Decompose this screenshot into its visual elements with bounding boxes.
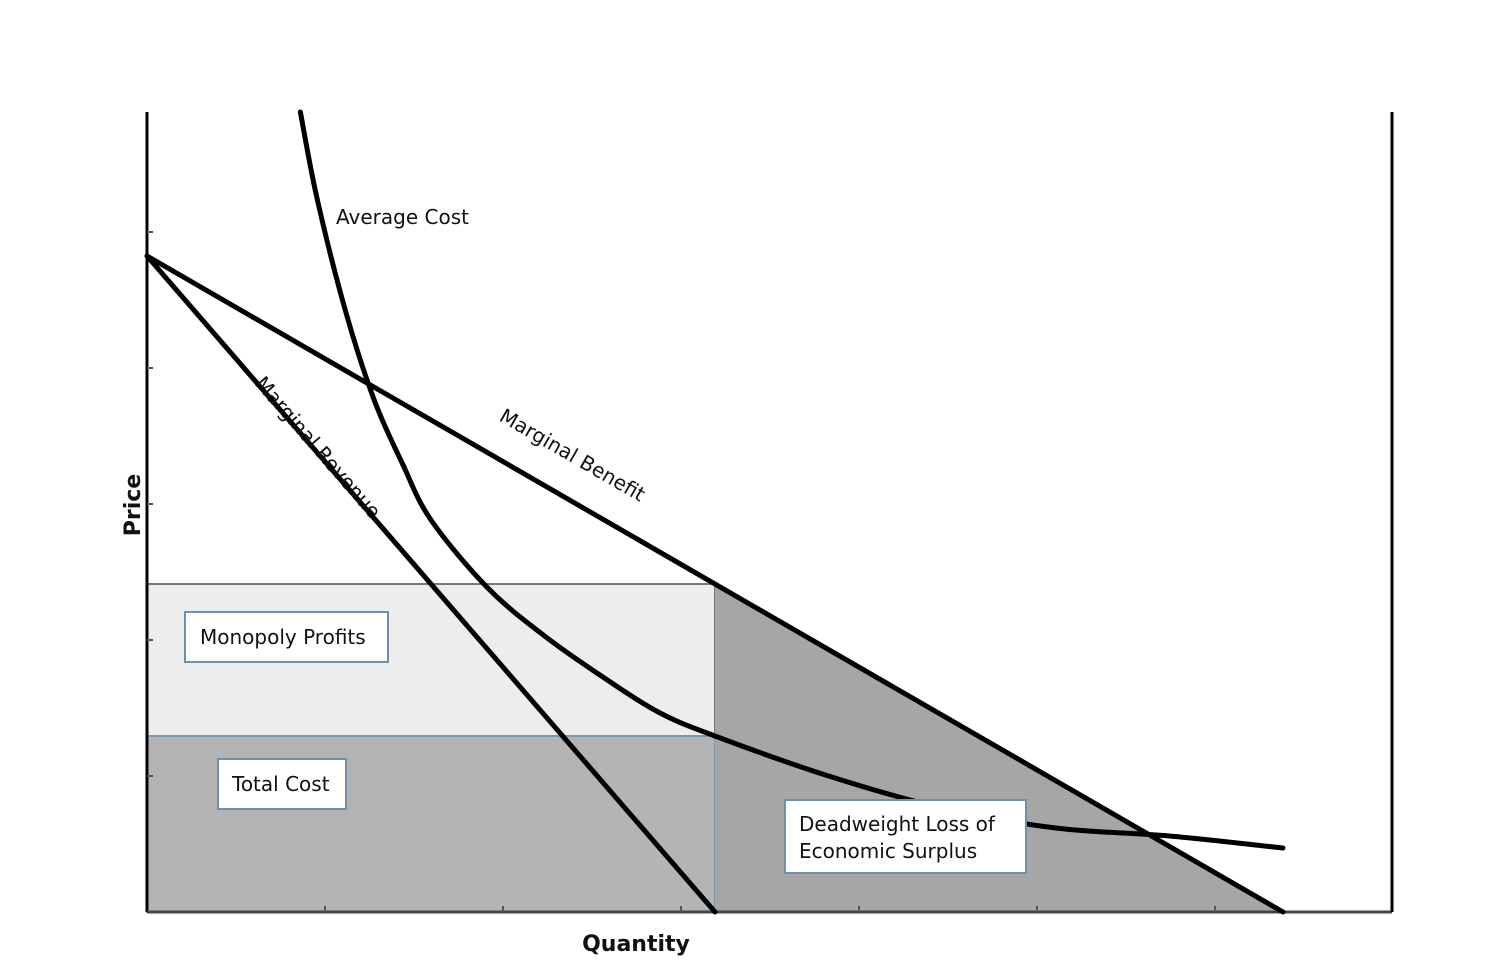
x-axis-title: Quantity — [582, 932, 690, 957]
marginal-benefit-line — [144, 253, 1286, 915]
y-axis-ticks — [147, 231, 153, 777]
y-axis-title: Price — [121, 474, 146, 536]
total-cost-label-box: Total Cost — [217, 758, 347, 810]
marginal-revenue-line — [144, 253, 718, 915]
total-cost-label: Total Cost — [231, 772, 330, 796]
marginal-revenue-label: Marginal Revenue — [250, 372, 386, 523]
marginal-benefit-label: Marginal Benefit — [495, 404, 649, 507]
average-cost-curve — [297, 109, 1286, 851]
deadweight-loss-label-line-1: Deadweight Loss of — [799, 812, 996, 836]
deadweight-loss-label-line-2: Economic Surplus — [799, 839, 977, 863]
monopoly-profits-label: Monopoly Profits — [200, 625, 366, 649]
deadweight-loss-label-box: Deadweight Loss of Economic Surplus — [784, 799, 1027, 874]
monopoly-profits-label-box: Monopoly Profits — [184, 611, 389, 663]
average-cost-label: Average Cost — [336, 205, 469, 229]
x-axis-ticks — [324, 906, 1216, 912]
